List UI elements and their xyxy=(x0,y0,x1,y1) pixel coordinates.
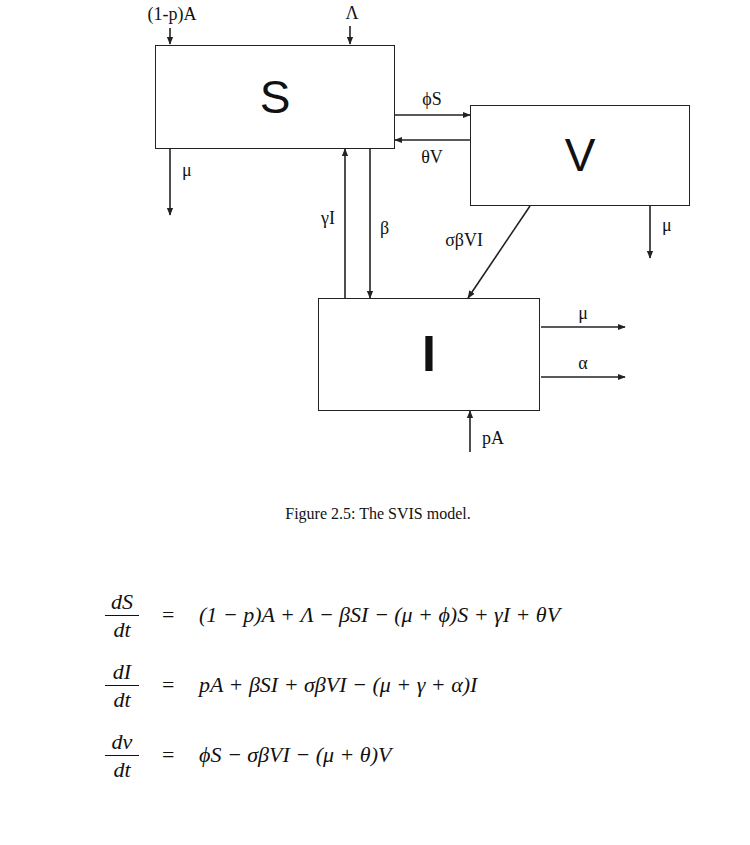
equation-right-side: (1 − p)A + Λ − βSI − (μ + ϕ)S + γI + θV xyxy=(197,602,562,627)
inflow-arrow xyxy=(349,26,351,44)
figure-caption: Figure 2.5: The SVIS model. xyxy=(283,505,472,523)
equation-right-side: pA + βSI + σβVI − (μ + γ + α)I xyxy=(197,672,479,697)
derivative-denominator: dt xyxy=(111,687,132,712)
outflow-arrow xyxy=(541,326,625,328)
equals-sign: = xyxy=(160,602,176,627)
flow-connector xyxy=(395,139,470,141)
outflow-arrow xyxy=(541,376,625,378)
equation-right-side: ϕS − σβVI − (μ + θ)V xyxy=(197,742,393,767)
flow-connector xyxy=(395,114,470,116)
inflow-label: pA xyxy=(480,428,506,449)
compartment-box: I xyxy=(318,298,540,411)
death-rate-label: μ xyxy=(180,160,194,181)
compartment-label: S xyxy=(260,72,291,123)
compartment-box: S xyxy=(155,45,395,149)
rate-label: β xyxy=(378,218,391,239)
rate-label: θV xyxy=(419,147,445,168)
inflow-label: (1-p)A xyxy=(146,4,199,25)
disease-death-label: α xyxy=(576,353,589,374)
outflow-arrow xyxy=(649,206,651,258)
outflow-arrow xyxy=(169,149,171,215)
fraction-bar xyxy=(105,685,139,686)
inflow-label: Λ xyxy=(343,3,360,24)
death-rate-label: μ xyxy=(660,215,674,236)
derivative-numerator: dI xyxy=(111,659,133,684)
derivative-numerator: dS xyxy=(109,589,135,614)
equals-sign: = xyxy=(160,742,176,767)
derivative-numerator: dv xyxy=(110,729,135,754)
flow-connector xyxy=(344,149,346,298)
derivative-denominator: dt xyxy=(111,757,132,782)
inflow-arrow xyxy=(469,411,471,452)
equals-sign: = xyxy=(160,672,176,697)
compartment-box: V xyxy=(470,105,690,206)
rate-label: ϕS xyxy=(420,89,444,110)
compartment-label: V xyxy=(565,130,596,181)
derivative-denominator: dt xyxy=(111,617,132,642)
rate-label: γI xyxy=(319,208,337,229)
death-rate-label: μ xyxy=(576,303,590,324)
fraction-bar xyxy=(105,615,139,616)
flow-connector xyxy=(369,149,371,298)
fraction-bar xyxy=(105,755,139,756)
inflow-arrow xyxy=(169,28,171,44)
compartment-label: I xyxy=(422,327,436,382)
flow-connector xyxy=(468,206,530,298)
rate-label: σβVI xyxy=(443,230,485,251)
